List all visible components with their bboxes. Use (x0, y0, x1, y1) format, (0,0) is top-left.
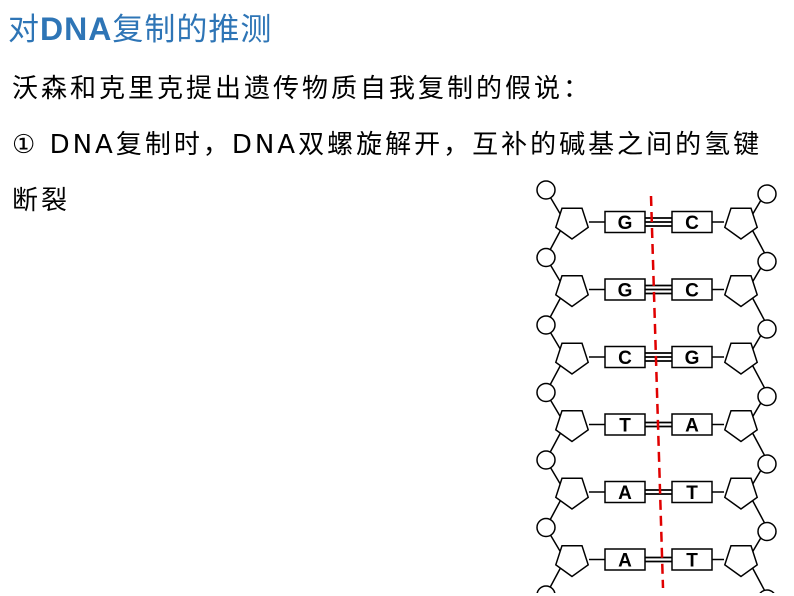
base-right-box (671, 548, 713, 571)
base-left-box (604, 413, 646, 436)
title-suffix: 复制的推测 (112, 12, 273, 48)
base-right-label: C (685, 281, 699, 302)
base-left-box (604, 480, 646, 504)
phosphate-right (757, 521, 777, 542)
phosphate-left (536, 517, 556, 538)
phosphate-right (759, 589, 775, 593)
phosphate-right (757, 319, 777, 339)
sugar-left (554, 342, 590, 375)
base-left-label: A (618, 483, 632, 504)
phosphate-left (536, 382, 556, 403)
base-right-label: T (686, 483, 698, 504)
base-left-label: T (619, 416, 631, 437)
hypothesis-point-1-continued: 断裂 (12, 186, 71, 216)
phosphate-right (757, 184, 777, 204)
sugar-left (554, 207, 590, 240)
phosphate-left (536, 180, 556, 200)
sugar-right (723, 342, 759, 375)
base-left-label: C (618, 348, 632, 369)
base-right-box (671, 413, 713, 436)
base-left-box (604, 548, 646, 571)
sugar-left (554, 409, 590, 443)
phosphate-right (757, 454, 777, 474)
sugar-left (554, 274, 590, 308)
sugar-right (723, 477, 759, 510)
phosphate-left (536, 585, 556, 593)
sugar-left (554, 544, 590, 578)
base-right-label: C (685, 213, 699, 234)
sugar-right (723, 207, 759, 240)
sugar-right (723, 274, 759, 308)
base-right-label: G (685, 348, 700, 369)
title-prefix: 对 (8, 12, 40, 48)
sugar-left (554, 477, 590, 510)
sugar-right (723, 409, 759, 443)
sugar-right (723, 544, 759, 578)
base-left-label: G (618, 281, 633, 302)
dna-ladder-diagram: G C G C C G T A A T A T (536, 180, 777, 593)
phosphate-right (757, 386, 777, 407)
phosphate-left (536, 450, 556, 470)
phosphate-right (757, 251, 777, 272)
phosphate-left (536, 247, 556, 268)
hypothesis-point-1: ① DNA复制时，DNA双螺旋解开，互补的碱基之间的氢键 (12, 130, 763, 160)
title-dna: DNA (40, 11, 113, 47)
slide-title: 对DNA复制的推测 (8, 4, 272, 49)
hydrogen-bond-break-line (649, 195, 665, 589)
phosphate-left (536, 315, 556, 335)
base-right-box (671, 480, 713, 504)
base-left-label: G (618, 213, 633, 234)
base-right-label: T (686, 551, 698, 572)
hypothesis-intro: 沃森和克里克提出遗传物质自我复制的假说： (12, 74, 593, 104)
base-left-label: A (618, 551, 632, 572)
base-right-label: A (685, 416, 699, 437)
